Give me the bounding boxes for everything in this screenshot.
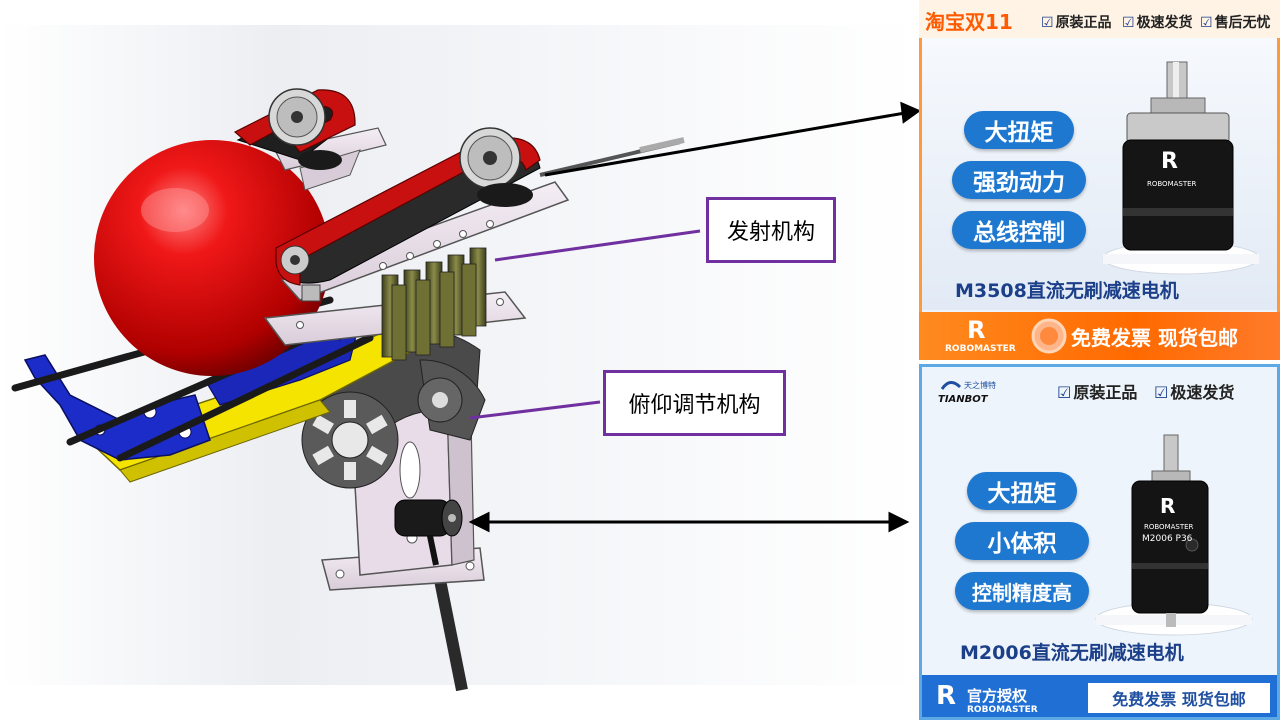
front-launcher-arm xyxy=(275,127,541,302)
m2006-product-ad[interactable]: 天之博特 TIANBOT ☑原装正品 ☑极速发货 大扭矩 小体积 控制精度高 R… xyxy=(919,364,1280,720)
checkbox-icon: ☑ xyxy=(1041,15,1054,31)
m3508-motor-image: R ROBOMASTER xyxy=(1102,61,1259,275)
free-invoice-cta-2[interactable]: 免费发票 现货包邮 xyxy=(1088,683,1270,713)
feature-high-torque: 大扭矩 xyxy=(964,111,1074,149)
checkbox-icon: ☑ xyxy=(1200,15,1213,31)
taobao-double11-logo: 淘宝双11 xyxy=(925,10,1013,34)
feature-high-precision: 控制精度高 xyxy=(955,572,1089,610)
tianbot-wordmark: TIANBOT xyxy=(938,394,989,405)
pitch-mechanism-label: 俯仰调节机构 xyxy=(603,370,786,436)
checkbox-icon: ☑ xyxy=(1154,383,1169,402)
feature-bus-control: 总线控制 xyxy=(952,211,1086,249)
feed-rod xyxy=(539,137,685,177)
feature-compact: 小体积 xyxy=(955,522,1089,560)
ad-frame xyxy=(919,38,1280,318)
promo-ring-icon xyxy=(1031,318,1067,354)
standoff-rods xyxy=(381,247,487,361)
label-leader-lines xyxy=(469,229,701,420)
checkbox-icon: ☑ xyxy=(1122,15,1135,31)
robomaster-r-icon: R xyxy=(967,316,986,344)
feature-strong-power: 强劲动力 xyxy=(952,161,1086,199)
ad-footer-banner[interactable]: R ROBOMASTER xyxy=(919,312,1280,360)
official-auth-label: 官方授权 xyxy=(967,687,1028,705)
tianbot-logo-icon: 天之博特 TIANBOT xyxy=(938,380,996,405)
upper-launcher-arm xyxy=(233,88,356,170)
badge-genuine-2: ☑原装正品 xyxy=(1057,383,1138,402)
launch-mechanism-label: 发射机构 xyxy=(706,197,836,263)
free-invoice-cta[interactable]: 免费发票 现货包邮 xyxy=(1071,326,1238,350)
badge-genuine: ☑原装正品 xyxy=(1041,15,1112,31)
robomaster-r-icon-2: R xyxy=(936,681,957,711)
feature-high-torque-2: 大扭矩 xyxy=(967,472,1077,510)
launcher-mechanism-illustration xyxy=(11,88,920,692)
pitch-motor xyxy=(394,499,463,566)
arrows xyxy=(468,101,920,533)
badge-fast-ship: ☑极速发货 xyxy=(1122,15,1193,31)
m2006-model-title: M2006直流无刷减速电机 xyxy=(960,642,1184,664)
motor-brand-text: ROBOMASTER xyxy=(1147,180,1197,188)
badge-aftersale: ☑售后无忧 xyxy=(1200,15,1271,31)
m3508-product-ad[interactable]: 淘宝双11 ☑原装正品 ☑极速发货 ☑售后无忧 大扭矩 强劲动力 总线控制 R … xyxy=(919,0,1280,360)
motor-r-logo-2: R xyxy=(1160,494,1175,518)
motor-r-logo: R xyxy=(1161,149,1178,174)
motor-brand-text-2: ROBOMASTER xyxy=(1144,523,1194,531)
robomaster-wordmark: ROBOMASTER xyxy=(945,344,1016,354)
motor-model-text: M2006 P36 xyxy=(1142,534,1193,544)
checkbox-icon: ☑ xyxy=(1057,383,1072,402)
badge-fast-ship-2: ☑极速发货 xyxy=(1154,383,1235,402)
tianbot-cn: 天之博特 xyxy=(964,380,996,390)
m3508-model-title: M3508直流无刷减速电机 xyxy=(955,280,1179,302)
robomaster-wordmark-2: ROBOMASTER xyxy=(967,705,1038,715)
m2006-motor-image: R ROBOMASTER M2006 P36 xyxy=(1095,434,1253,636)
ad-header-bar: 淘宝双11 ☑原装正品 ☑极速发货 ☑售后无忧 xyxy=(919,0,1280,40)
